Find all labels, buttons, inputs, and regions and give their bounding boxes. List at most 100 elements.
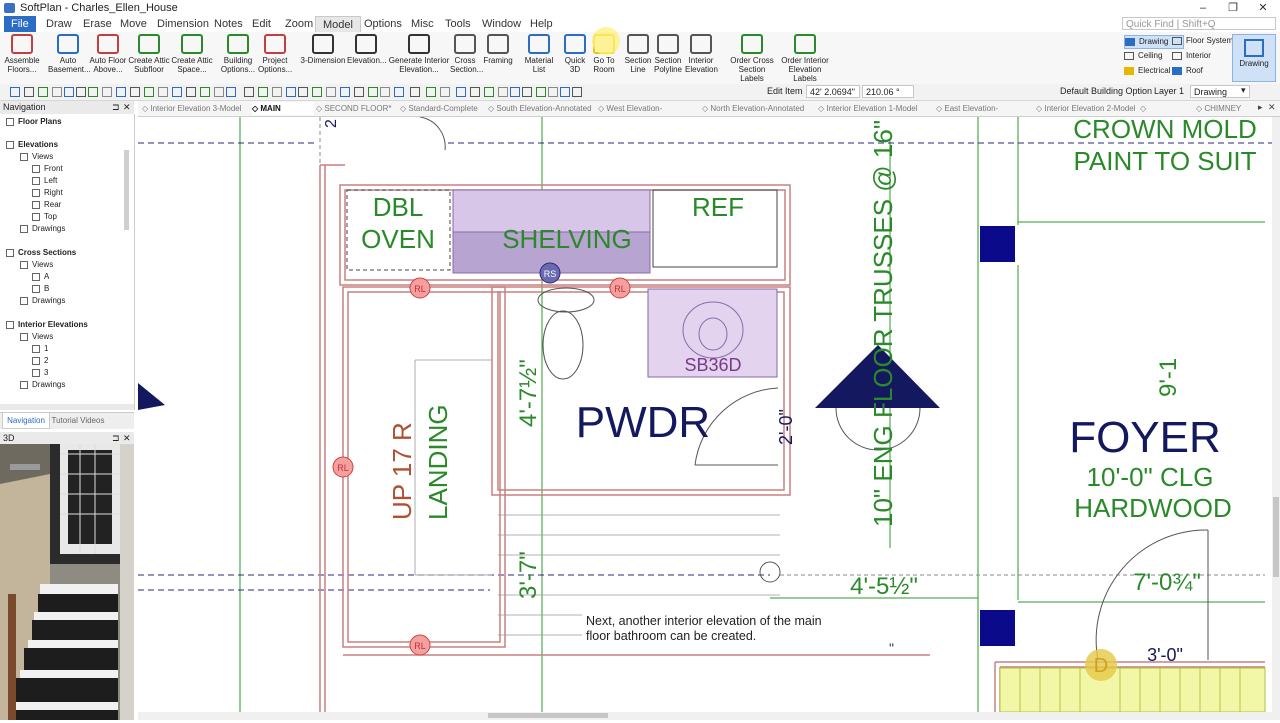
toolbar-tool-icon[interactable] bbox=[560, 87, 570, 97]
tree-drawings[interactable]: Drawings bbox=[32, 380, 66, 389]
canvas-vertical-scrollbar[interactable] bbox=[1272, 117, 1280, 720]
toolbar-tool-icon[interactable] bbox=[200, 87, 210, 97]
toolbar-tool-icon[interactable] bbox=[258, 87, 268, 97]
view-option-drawing[interactable]: Drawing bbox=[1124, 35, 1184, 49]
tree-elevations[interactable]: Elevations bbox=[18, 140, 59, 149]
tree-interior-elevations[interactable]: Interior Elevations bbox=[18, 320, 88, 329]
toolbar-tool-icon[interactable] bbox=[498, 87, 508, 97]
menu-draw[interactable]: Draw bbox=[46, 18, 72, 30]
tree-section-a[interactable]: A bbox=[44, 272, 50, 281]
toolbar-tool-icon[interactable] bbox=[144, 87, 154, 97]
toolbar-tool-icon[interactable] bbox=[10, 87, 20, 97]
tree-left[interactable]: Left bbox=[44, 176, 58, 185]
tab-navigation[interactable]: Navigation bbox=[2, 413, 50, 429]
toolbar-tool-icon[interactable] bbox=[186, 87, 196, 97]
toolbar-tool-icon[interactable] bbox=[226, 87, 236, 97]
toolbar-tool-icon[interactable] bbox=[410, 87, 420, 97]
minimize-button[interactable]: – bbox=[1199, 2, 1207, 14]
close-button[interactable]: ✕ bbox=[1258, 2, 1268, 14]
toolbar-tool-icon[interactable] bbox=[380, 87, 390, 97]
toolbar-tool-icon[interactable] bbox=[394, 87, 404, 97]
toolbar-tool-icon[interactable] bbox=[24, 87, 34, 97]
document-tab[interactable]: ◇ North Elevation-Annotated bbox=[702, 102, 812, 115]
document-tab[interactable]: ◇ Interior Elevation 3-Model bbox=[142, 102, 246, 115]
document-tab[interactable]: ◇ MAIN FLOOR* bbox=[252, 102, 314, 126]
toolbar-tool-icon[interactable] bbox=[440, 87, 450, 97]
toolbar-tool-icon[interactable] bbox=[470, 87, 480, 97]
toolbar-tool-icon[interactable] bbox=[312, 87, 322, 97]
pin-icon[interactable]: ⊐ bbox=[112, 102, 120, 112]
tree-ie-2[interactable]: 2 bbox=[44, 356, 49, 365]
menu-help[interactable]: Help bbox=[530, 18, 553, 30]
vertical-scroll-thumb[interactable] bbox=[1273, 497, 1279, 577]
view-option-roof[interactable]: Roof bbox=[1172, 65, 1203, 77]
view-option-interior[interactable]: Interior bbox=[1172, 50, 1211, 62]
toolbar-tool-icon[interactable] bbox=[536, 87, 546, 97]
drawing-mode-button[interactable]: Drawing bbox=[1232, 34, 1276, 82]
close-icon[interactable]: ✕ bbox=[123, 102, 131, 112]
menu-file[interactable]: File bbox=[4, 16, 36, 32]
toolbar-tool-icon[interactable] bbox=[368, 87, 378, 97]
document-tab[interactable]: ◇ Interior Elevation 2-Model bbox=[1036, 102, 1136, 115]
document-tab[interactable]: ◇ West Elevation-Annotated bbox=[598, 102, 698, 126]
view-option-floor-system[interactable]: Floor System bbox=[1172, 35, 1246, 47]
canvas-horizontal-scrollbar[interactable] bbox=[138, 712, 1272, 720]
chevron-down-icon[interactable]: ▾ bbox=[1241, 85, 1246, 95]
toolbar-tool-icon[interactable] bbox=[510, 87, 520, 97]
toolbar-tool-icon[interactable] bbox=[88, 87, 98, 97]
angle-field[interactable]: 210.06 ° bbox=[862, 85, 914, 98]
toolbar-tool-icon[interactable] bbox=[116, 87, 126, 97]
default-building-option-label[interactable]: Default Building Option bbox=[1060, 86, 1153, 96]
tree-section-b[interactable]: B bbox=[44, 284, 50, 293]
menu-misc[interactable]: Misc bbox=[411, 18, 434, 30]
menu-move[interactable]: Move bbox=[120, 18, 147, 30]
toolbar-tool-icon[interactable] bbox=[354, 87, 364, 97]
menu-edit[interactable]: Edit bbox=[252, 18, 271, 30]
tree-ie-1[interactable]: 1 bbox=[44, 344, 49, 353]
tree-ie-3[interactable]: 3 bbox=[44, 368, 49, 377]
close-icon[interactable]: ✕ bbox=[1268, 102, 1276, 112]
toolbar-tool-icon[interactable] bbox=[130, 87, 140, 97]
tree-rear[interactable]: Rear bbox=[44, 200, 62, 209]
toolbar-tool-icon[interactable] bbox=[52, 87, 62, 97]
pin-icon[interactable]: ⊐ bbox=[112, 433, 120, 443]
toolbar-tool-icon[interactable] bbox=[158, 87, 168, 97]
layer-label[interactable]: Layer 1 bbox=[1154, 86, 1185, 96]
tree-right[interactable]: Right bbox=[44, 188, 63, 197]
toolbar-tool-icon[interactable] bbox=[102, 87, 112, 97]
3-dimension-button[interactable]: 3-Dimension bbox=[300, 34, 346, 82]
toolbar-tool-icon[interactable] bbox=[522, 87, 532, 97]
tree-top[interactable]: Top bbox=[44, 212, 57, 221]
toolbar-tool-icon[interactable] bbox=[572, 87, 582, 97]
toolbar-tool-icon[interactable] bbox=[426, 87, 436, 97]
tree-front[interactable]: Front bbox=[44, 164, 63, 173]
3d-view[interactable] bbox=[0, 444, 134, 720]
framing-button[interactable]: Framing bbox=[482, 34, 514, 82]
document-tab[interactable]: ◇ SECOND FLOOR* bbox=[316, 102, 396, 115]
document-tab[interactable]: ◇ Standard-Complete bbox=[400, 102, 484, 115]
view-option-electrical[interactable]: Electrical bbox=[1124, 65, 1170, 77]
length-field[interactable]: 42' 2.0694" bbox=[806, 85, 860, 98]
menu-erase[interactable]: Erase bbox=[83, 18, 112, 30]
tree-floor-plans[interactable]: Floor Plans bbox=[18, 117, 62, 126]
elevation-button[interactable]: Elevation... bbox=[347, 34, 387, 82]
drawing-dropdown[interactable]: Drawing bbox=[1190, 85, 1250, 98]
toolbar-tool-icon[interactable] bbox=[64, 87, 74, 97]
menu-tools[interactable]: Tools bbox=[445, 18, 471, 30]
menu-model[interactable]: Model bbox=[315, 16, 361, 33]
navigation-scrollbar[interactable] bbox=[124, 150, 129, 230]
menu-dimension[interactable]: Dimension bbox=[157, 18, 209, 30]
toolbar-tool-icon[interactable] bbox=[272, 87, 282, 97]
document-tab[interactable]: ◇ Interior Elevation 1-Model bbox=[818, 102, 930, 115]
